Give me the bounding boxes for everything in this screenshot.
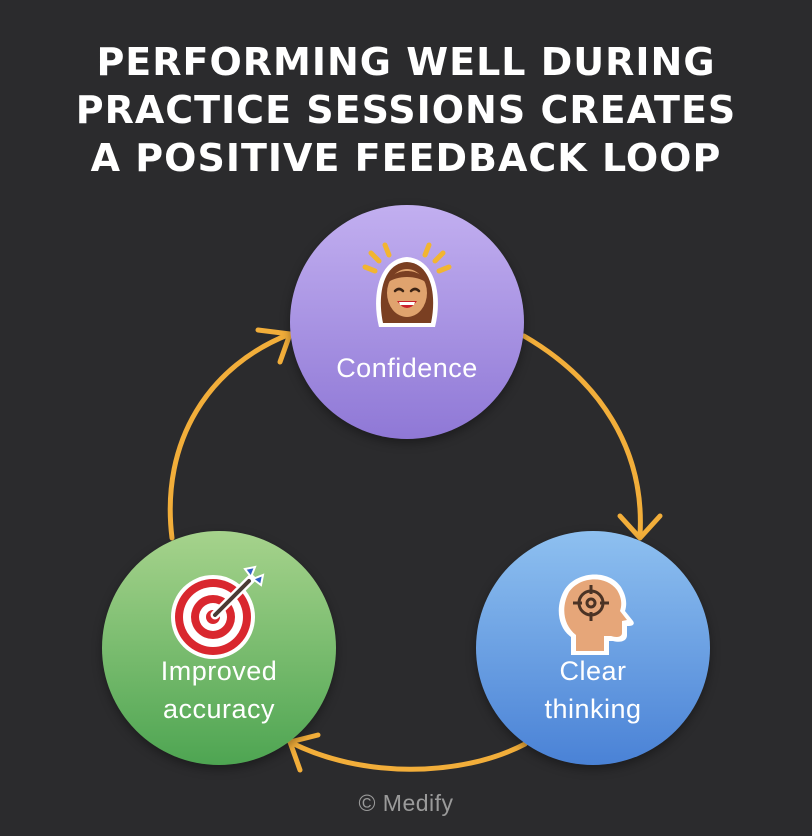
- arrowhead-clear-thinking: [617, 513, 663, 541]
- confidence-label: Confidence: [336, 353, 478, 383]
- clear-thinking-label-line-2: thinking: [544, 694, 642, 724]
- arrowhead-improved-accuracy: [287, 732, 321, 773]
- clear-thinking-label-line-1: Clear: [559, 656, 627, 686]
- bullseye-dart-icon: [171, 565, 265, 659]
- title-line-3: A POSITIVE FEEDBACK LOOP: [90, 136, 722, 180]
- smiling-woman-icon: [362, 242, 452, 327]
- arrow-clear-thinking-to-accuracy: [287, 739, 528, 772]
- clear-thinking-label: Clear thinking: [476, 652, 710, 728]
- improved-accuracy-label: Improved accuracy: [102, 652, 336, 728]
- improved-accuracy-label-line-1: Improved: [160, 656, 278, 686]
- title-line-2: PRACTICE SESSIONS CREATES: [75, 88, 737, 132]
- page-title: PERFORMING WELL DURING PRACTICE SESSIONS…: [0, 38, 812, 182]
- title-line-1: PERFORMING WELL DURING: [96, 40, 716, 84]
- improved-accuracy-node: Improved accuracy: [102, 531, 336, 765]
- clear-thinking-node: Clear thinking: [476, 531, 710, 765]
- copyright-credit: © Medify: [358, 790, 454, 816]
- arrow-confidence-to-clear-thinking: [521, 333, 643, 538]
- arrow-accuracy-to-confidence: [167, 331, 293, 541]
- confidence-node: Confidence: [290, 205, 524, 439]
- head-with-target-icon: [558, 574, 634, 655]
- improved-accuracy-label-line-2: accuracy: [162, 694, 276, 724]
